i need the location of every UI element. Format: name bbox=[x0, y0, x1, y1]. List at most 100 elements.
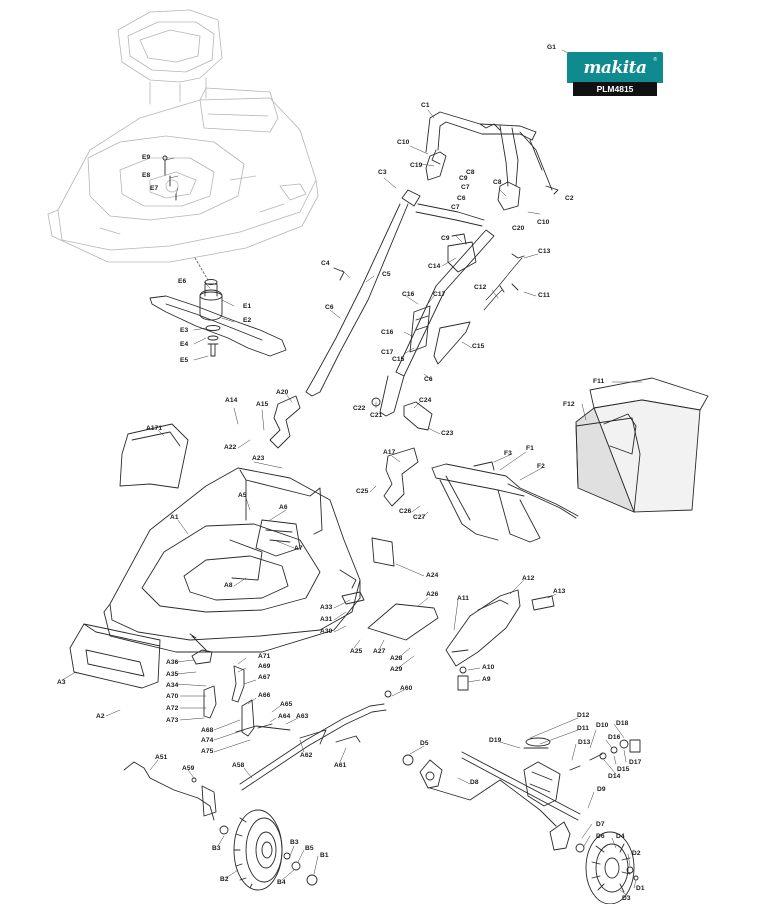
engine-deck-assembly-drawing bbox=[47, 9, 319, 263]
part-label: A22 bbox=[224, 444, 237, 451]
part-label: D16 bbox=[608, 734, 621, 741]
part-label: A51 bbox=[155, 754, 168, 761]
part-label: D17 bbox=[629, 759, 642, 766]
part-label: F11 bbox=[593, 378, 605, 385]
part-label: A58 bbox=[232, 762, 245, 769]
part-label: C19 bbox=[410, 162, 423, 169]
part-label: E1 bbox=[243, 303, 252, 310]
part-label: A68 bbox=[201, 727, 214, 734]
part-label: G1 bbox=[547, 44, 556, 51]
main-deck-drawing bbox=[103, 467, 361, 653]
part-label: C23 bbox=[441, 430, 454, 437]
part-label: E5 bbox=[180, 357, 189, 364]
part-label: D3 bbox=[622, 895, 631, 902]
part-label: C8 bbox=[493, 179, 502, 186]
part-label: D10 bbox=[596, 722, 609, 729]
part-label: A33 bbox=[320, 604, 333, 611]
part-label: D8 bbox=[470, 779, 479, 786]
part-label: E2 bbox=[243, 317, 252, 324]
part-label: A62 bbox=[300, 752, 313, 759]
gearbox-drive-drawing bbox=[402, 737, 641, 853]
part-label: D15 bbox=[617, 766, 630, 773]
part-label: C25 bbox=[356, 488, 369, 495]
part-label: A25 bbox=[350, 648, 363, 655]
part-label: A23 bbox=[252, 455, 265, 462]
part-label: C8 bbox=[466, 169, 475, 176]
part-label: A17 bbox=[383, 449, 396, 456]
part-label: F2 bbox=[537, 463, 545, 470]
part-label: D4 bbox=[616, 833, 625, 840]
part-label: A70 bbox=[166, 693, 179, 700]
part-label: A65 bbox=[280, 701, 293, 708]
part-label: B2 bbox=[220, 876, 229, 883]
part-label: C10 bbox=[537, 219, 550, 226]
part-label: A7 bbox=[294, 545, 303, 552]
part-label: A67 bbox=[258, 674, 271, 681]
part-label: A24 bbox=[426, 572, 439, 579]
lower-handle-drawing bbox=[305, 189, 495, 417]
part-label: C27 bbox=[413, 514, 426, 521]
part-label: E3 bbox=[180, 327, 189, 334]
part-label: C4 bbox=[321, 260, 330, 267]
upper-handle-drawing bbox=[425, 111, 559, 211]
grass-box-frame-drawing bbox=[431, 461, 579, 543]
part-label: E4 bbox=[180, 341, 189, 348]
front-wheel-drawing bbox=[585, 831, 639, 904]
part-label: D1 bbox=[636, 885, 645, 892]
part-label: A6 bbox=[279, 504, 288, 511]
part-label: A29 bbox=[390, 666, 403, 673]
part-label: A60 bbox=[400, 685, 413, 692]
part-label: A8 bbox=[224, 582, 233, 589]
part-label: C16 bbox=[402, 291, 415, 298]
makita-logo: makita ® PLM4815 bbox=[567, 52, 663, 98]
part-label: A13 bbox=[553, 588, 566, 595]
part-label: A72 bbox=[166, 705, 179, 712]
part-label: D6 bbox=[596, 833, 605, 840]
part-label: C16 bbox=[381, 329, 394, 336]
part-label: C2 bbox=[565, 195, 574, 202]
logo-badge bbox=[567, 52, 663, 83]
part-label: D19 bbox=[489, 737, 502, 744]
part-label: A34 bbox=[166, 682, 179, 689]
part-label: C10 bbox=[397, 139, 410, 146]
part-label: B5 bbox=[305, 845, 314, 852]
part-label: A5 bbox=[238, 492, 247, 499]
part-label: A27 bbox=[373, 648, 386, 655]
part-label: D9 bbox=[597, 786, 606, 793]
grass-box-bag-drawing bbox=[575, 377, 709, 513]
part-label: A171 bbox=[146, 425, 163, 432]
part-label: B1 bbox=[320, 852, 329, 859]
part-label: C15 bbox=[392, 356, 405, 363]
part-label: C11 bbox=[538, 292, 551, 299]
part-label: A1 bbox=[170, 514, 179, 521]
part-label: E6 bbox=[178, 278, 187, 285]
part-label: A66 bbox=[258, 692, 271, 699]
part-label: C12 bbox=[474, 284, 487, 291]
part-label: C22 bbox=[353, 405, 366, 412]
part-label: C13 bbox=[538, 248, 551, 255]
part-label: D11 bbox=[577, 725, 590, 732]
part-label: A31 bbox=[320, 616, 333, 623]
part-label: A64 bbox=[278, 713, 291, 720]
part-label: A63 bbox=[296, 713, 309, 720]
part-label: A14 bbox=[225, 397, 238, 404]
part-label: C17 bbox=[381, 349, 394, 356]
part-label: A61 bbox=[334, 762, 347, 769]
part-label: E7 bbox=[150, 185, 159, 192]
part-label: C21 bbox=[370, 412, 383, 419]
part-label: D18 bbox=[616, 720, 629, 727]
registered-mark-icon: ® bbox=[653, 57, 657, 63]
part-label: C3 bbox=[378, 169, 387, 176]
part-label: A75 bbox=[201, 748, 214, 755]
part-label: A9 bbox=[482, 676, 491, 683]
part-label: E9 bbox=[142, 154, 151, 161]
part-label: D14 bbox=[608, 773, 621, 780]
part-label: C6 bbox=[424, 376, 433, 383]
part-label: A10 bbox=[482, 664, 495, 671]
part-label: A35 bbox=[166, 671, 179, 678]
part-label: A74 bbox=[201, 737, 214, 744]
part-label: C7 bbox=[461, 184, 470, 191]
part-label: A30 bbox=[320, 628, 333, 635]
part-label: A71 bbox=[258, 653, 271, 660]
